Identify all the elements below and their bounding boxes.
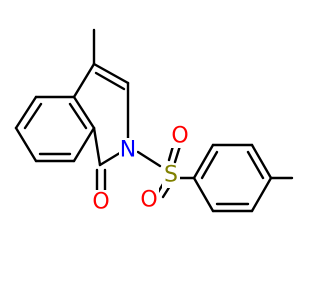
bond-c8-c8a [72, 126, 96, 163]
bond-t4-t5 [250, 176, 273, 213]
oxygen-carbonyl-label: O [92, 190, 109, 215]
atom-oxygen-sulfonyl-top: O [170, 124, 190, 149]
atom-nitrogen: N [119, 138, 137, 163]
oxygen-sulfonyl-top-label: O [171, 124, 188, 149]
bond-t3-t4-inner [246, 150, 265, 180]
bond-c4-c3-inner [94, 71, 126, 91]
atom-labels: N S O O O [91, 124, 190, 215]
bond-c8a-c4a-inner [68, 102, 88, 130]
bond-c8a-c4a [72, 95, 96, 130]
bond-c4a-c4 [72, 62, 96, 99]
bond-c5-c6 [14, 95, 38, 130]
atom-oxygen-carbonyl: O [91, 190, 111, 215]
bond-s-o-top-a [167, 144, 175, 162]
bond-s-o-top-b [173, 144, 182, 164]
bond-t6-t1 [192, 176, 215, 213]
bond-t1-t2-inner [200, 150, 219, 180]
bond-n-s [136, 150, 162, 168]
structure-canvas: N S O O O [14, 28, 294, 215]
oxygen-sulfonyl-bottom-label: O [140, 188, 157, 213]
sulfur-label: S [164, 163, 178, 188]
bond-t1-t2 [192, 143, 215, 180]
bond-c6-c7 [14, 126, 38, 163]
nitrogen-label: N [120, 138, 136, 163]
bond-c5-c6-inner [23, 102, 43, 130]
molecule-diagram: N S O O O [14, 28, 294, 215]
atom-oxygen-sulfonyl-bottom: O [139, 188, 159, 213]
bond-t3-t4 [250, 143, 273, 180]
bond-c4-c3 [92, 62, 130, 85]
bonds [14, 28, 294, 213]
atom-sulfur: S [162, 163, 180, 188]
bond-c1-c8a [92, 126, 102, 167]
